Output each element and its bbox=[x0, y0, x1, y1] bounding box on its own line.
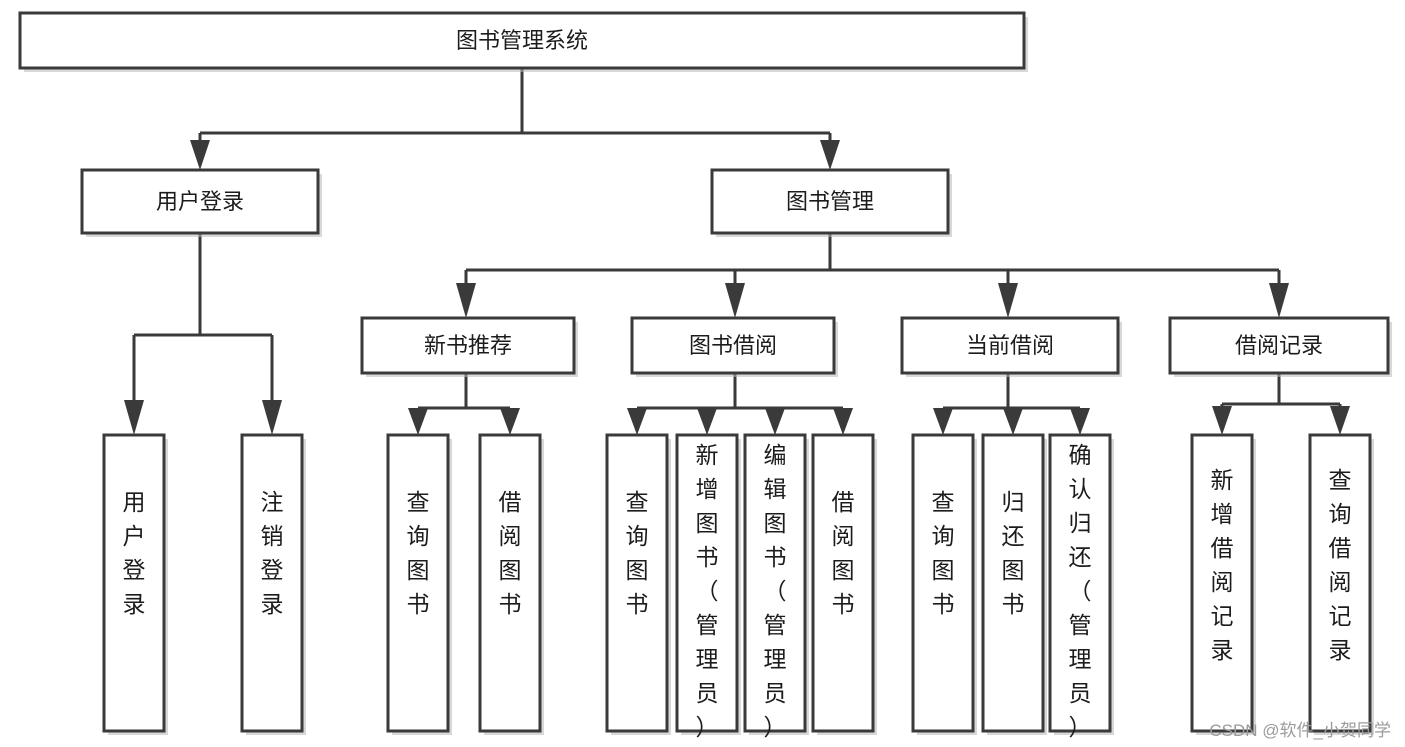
node-borrow-record-label: 借阅记录 bbox=[1235, 333, 1323, 358]
arrow-head-leaf-return-book bbox=[1003, 408, 1023, 435]
leaf-layer: 用户登录 注销登录 查询图书 借阅图书 查询图书 bbox=[102, 433, 1374, 740]
leaf-add-record-rect[interactable] bbox=[1190, 433, 1254, 733]
arrow-head-current-borrow bbox=[998, 283, 1018, 318]
node-borrow-record[interactable]: 借阅记录 bbox=[1168, 316, 1392, 377]
leaf-query-record[interactable]: 查询借阅记录 bbox=[1308, 433, 1374, 735]
leaf-add-record-label: 新增借阅记录 bbox=[1211, 467, 1234, 663]
node-book-manage-label: 图书管理 bbox=[786, 189, 874, 214]
leaf-query-book-3-rect[interactable] bbox=[911, 433, 975, 733]
node-new-book-rec-label: 新书推荐 bbox=[424, 333, 512, 358]
arrow-head-leaf-edit-book bbox=[765, 408, 785, 435]
leaf-add-book-label: 新增图书（管理员） bbox=[696, 442, 719, 740]
leaf-query-book-3[interactable]: 查询图书 bbox=[911, 433, 977, 735]
node-new-book-rec-rect[interactable] bbox=[360, 316, 576, 375]
leaf-add-book[interactable]: 新增图书（管理员） bbox=[675, 433, 741, 740]
node-new-book-rec[interactable]: 新书推荐 bbox=[360, 316, 578, 377]
leaf-confirm-return[interactable]: 确认归还（管理员） bbox=[1048, 433, 1114, 740]
arrow-head-leaf-add-book bbox=[697, 408, 717, 435]
leaf-borrow-book-1-rect[interactable] bbox=[478, 433, 542, 733]
node-book-manage[interactable]: 图书管理 bbox=[710, 168, 952, 237]
leaf-query-book-1-rect[interactable] bbox=[386, 433, 450, 733]
arrow-head-new-book-rec bbox=[456, 283, 476, 318]
node-title-rect[interactable] bbox=[18, 11, 1026, 70]
leaf-return-book-label: 归还图书 bbox=[1002, 489, 1025, 617]
arrow-head-leaf-borrow-book-2 bbox=[833, 408, 853, 435]
leaf-logout-rect[interactable] bbox=[240, 433, 304, 733]
leaf-borrow-book-1[interactable]: 借阅图书 bbox=[478, 433, 544, 735]
node-current-borrow[interactable]: 当前借阅 bbox=[900, 316, 1122, 377]
leaf-query-book-2-label: 查询图书 bbox=[626, 489, 649, 617]
node-book-borrow-rect[interactable] bbox=[630, 316, 836, 375]
arrow-head-user-login bbox=[190, 140, 210, 170]
leaf-borrow-book-2-rect[interactable] bbox=[811, 433, 875, 733]
node-current-borrow-label: 当前借阅 bbox=[966, 333, 1054, 358]
leaf-borrow-book-1-label: 借阅图书 bbox=[499, 489, 522, 617]
node-current-borrow-rect[interactable] bbox=[900, 316, 1120, 375]
leaf-add-book-rect[interactable] bbox=[675, 433, 739, 733]
node-user-login[interactable]: 用户登录 bbox=[80, 168, 322, 237]
leaf-user-login-rect[interactable] bbox=[102, 433, 166, 733]
node-title-label: 图书管理系统 bbox=[456, 28, 588, 53]
leaf-confirm-return-rect[interactable] bbox=[1048, 433, 1112, 733]
leaf-query-record-label: 查询借阅记录 bbox=[1329, 467, 1352, 663]
node-book-borrow[interactable]: 图书借阅 bbox=[630, 316, 838, 377]
arrow-head-book-borrow bbox=[725, 283, 745, 318]
leaf-logout[interactable]: 注销登录 bbox=[240, 433, 306, 735]
arrow-head-book-manage bbox=[820, 140, 840, 170]
leaf-confirm-return-label: 确认归还（管理员） bbox=[1069, 442, 1092, 740]
leaf-return-book[interactable]: 归还图书 bbox=[981, 433, 1047, 735]
arrow-head-leaf-user-login bbox=[124, 400, 144, 435]
arrow-head-leaf-query-record bbox=[1330, 406, 1350, 435]
arrow-head-leaf-add-record bbox=[1212, 406, 1232, 435]
leaf-query-book-2[interactable]: 查询图书 bbox=[605, 433, 671, 735]
node-user-login-rect[interactable] bbox=[80, 168, 320, 235]
arrow-head-leaf-confirm-return bbox=[1070, 408, 1090, 435]
node-book-manage-rect[interactable] bbox=[710, 168, 950, 235]
connector-layer bbox=[124, 68, 1350, 435]
arrow-head-leaf-logout bbox=[262, 400, 282, 435]
leaf-add-record[interactable]: 新增借阅记录 bbox=[1190, 433, 1256, 735]
leaf-user-login-label: 用户登录 bbox=[123, 489, 146, 617]
leaf-return-book-rect[interactable] bbox=[981, 433, 1045, 733]
node-borrow-record-rect[interactable] bbox=[1168, 316, 1390, 375]
leaf-edit-book-rect[interactable] bbox=[743, 433, 807, 733]
node-book-borrow-label: 图书借阅 bbox=[689, 333, 777, 358]
node-title[interactable]: 图书管理系统 bbox=[18, 11, 1028, 72]
node-user-login-label: 用户登录 bbox=[156, 189, 244, 214]
arrow-head-leaf-borrow-book-1 bbox=[500, 408, 520, 435]
arrow-head-leaf-query-book-1 bbox=[408, 408, 428, 435]
leaf-query-book-1[interactable]: 查询图书 bbox=[386, 433, 452, 735]
leaf-user-login[interactable]: 用户登录 bbox=[102, 433, 168, 735]
leaf-query-record-rect[interactable] bbox=[1308, 433, 1372, 733]
arrow-head-leaf-query-book-3 bbox=[933, 408, 953, 435]
leaf-edit-book[interactable]: 编辑图书（管理员） bbox=[743, 433, 809, 740]
arrow-head-leaf-query-book-2 bbox=[627, 408, 647, 435]
leaf-query-book-1-label: 查询图书 bbox=[407, 489, 430, 617]
leaf-query-book-2-rect[interactable] bbox=[605, 433, 669, 733]
leaf-edit-book-label: 编辑图书（管理员） bbox=[764, 442, 787, 740]
leaf-logout-label: 注销登录 bbox=[261, 489, 284, 617]
arrow-head-borrow-record bbox=[1269, 283, 1289, 318]
leaf-borrow-book-2-label: 借阅图书 bbox=[832, 489, 855, 617]
leaf-borrow-book-2[interactable]: 借阅图书 bbox=[811, 433, 877, 735]
leaf-query-book-3-label: 查询图书 bbox=[932, 489, 955, 617]
